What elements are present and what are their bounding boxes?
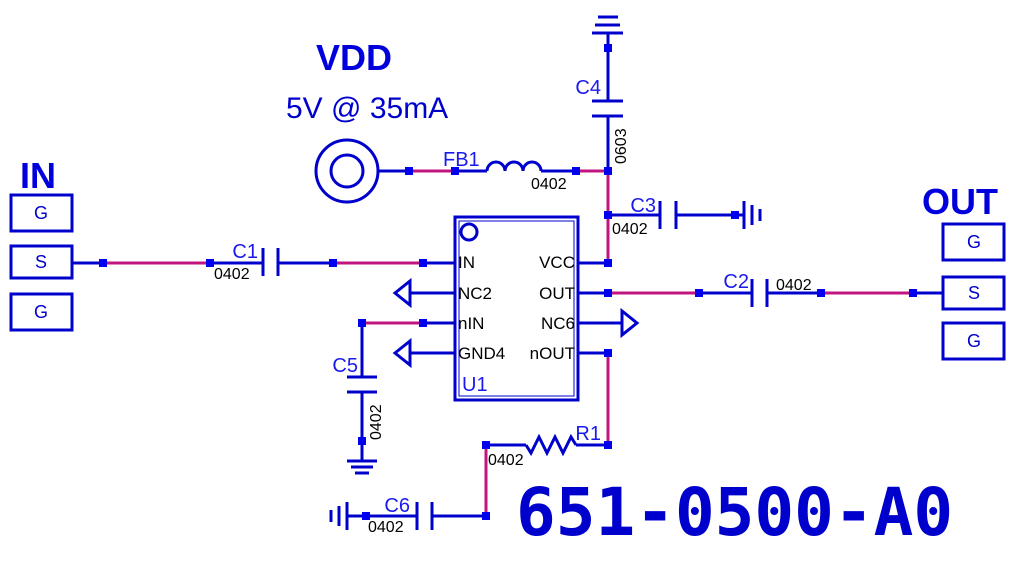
c3-ref: C3 [630, 195, 656, 217]
in-connector[interactable]: G S G [9, 193, 74, 332]
c4-ref: C4 [575, 77, 601, 99]
u1-pin-gnd4: GND4 [458, 344, 505, 363]
ground-c4-icon [592, 15, 623, 35]
out-pin-1: G [967, 232, 981, 252]
u1-pin-vcc: VCC [539, 253, 575, 272]
ground-c6-icon [329, 502, 349, 530]
c5-package: 0402 [368, 404, 385, 440]
c1-package: 0402 [214, 266, 250, 283]
r1-package: 0402 [488, 452, 524, 469]
u1-pin-in: IN [458, 253, 475, 272]
in-connector-label: IN [20, 155, 56, 196]
c6-ref: C6 [384, 495, 410, 517]
capacitor-c4[interactable] [592, 99, 623, 118]
out-pin-2: S [968, 283, 980, 303]
capacitor-c5[interactable] [347, 375, 377, 394]
vdd-spec: 5V @ 35mA [286, 92, 448, 125]
capacitor-c3[interactable] [658, 201, 678, 229]
in-pin-2: S [35, 252, 47, 272]
ic-u1[interactable]: IN NC2 nIN GND4 VCC OUT NC6 nOUT U1 [453, 215, 580, 402]
junction-dots [99, 44, 917, 520]
gnd4-offpage-icon [392, 337, 412, 369]
capacitor-c1[interactable] [261, 248, 280, 276]
r1-ref: R1 [575, 423, 601, 445]
u1-pin-nin: nIN [458, 314, 484, 333]
ground-c3-icon [742, 201, 762, 229]
in-pin-1: G [34, 203, 48, 223]
in-pin-3: G [34, 302, 48, 322]
out-connector[interactable]: G S G [941, 222, 1006, 361]
vdd-terminal-icon[interactable] [314, 138, 380, 204]
fb1-package: 0402 [531, 176, 567, 193]
part-number: 651-0500-A0 [516, 474, 953, 551]
u1-pin-nc6: NC6 [541, 314, 575, 333]
c3-package: 0402 [612, 221, 648, 238]
c5-ref: C5 [332, 355, 358, 377]
u1-ref: U1 [462, 374, 488, 396]
u1-pin-nout: nOUT [530, 344, 575, 363]
nc6-offpage-icon [620, 307, 640, 339]
out-connector-label: OUT [922, 181, 998, 222]
ground-c5-icon [347, 459, 377, 475]
capacitor-c6[interactable] [415, 502, 434, 530]
out-pin-3: G [967, 331, 981, 351]
capacitor-c2[interactable] [750, 279, 769, 307]
c2-ref: C2 [723, 271, 749, 293]
c4-package: 0603 [613, 128, 630, 164]
c1-ref: C1 [232, 241, 258, 263]
c6-package: 0402 [368, 519, 404, 536]
vdd-label: VDD [316, 37, 392, 78]
nc2-offpage-icon [392, 277, 412, 309]
pin1-marker-icon [459, 222, 479, 242]
c2-package: 0402 [776, 277, 812, 294]
u1-pin-nc2: NC2 [458, 284, 492, 303]
fb1-ref: FB1 [443, 149, 480, 171]
u1-pin-out: OUT [539, 284, 575, 303]
ferrite-bead-fb1[interactable] [485, 160, 543, 172]
resistor-r1[interactable] [524, 433, 578, 457]
